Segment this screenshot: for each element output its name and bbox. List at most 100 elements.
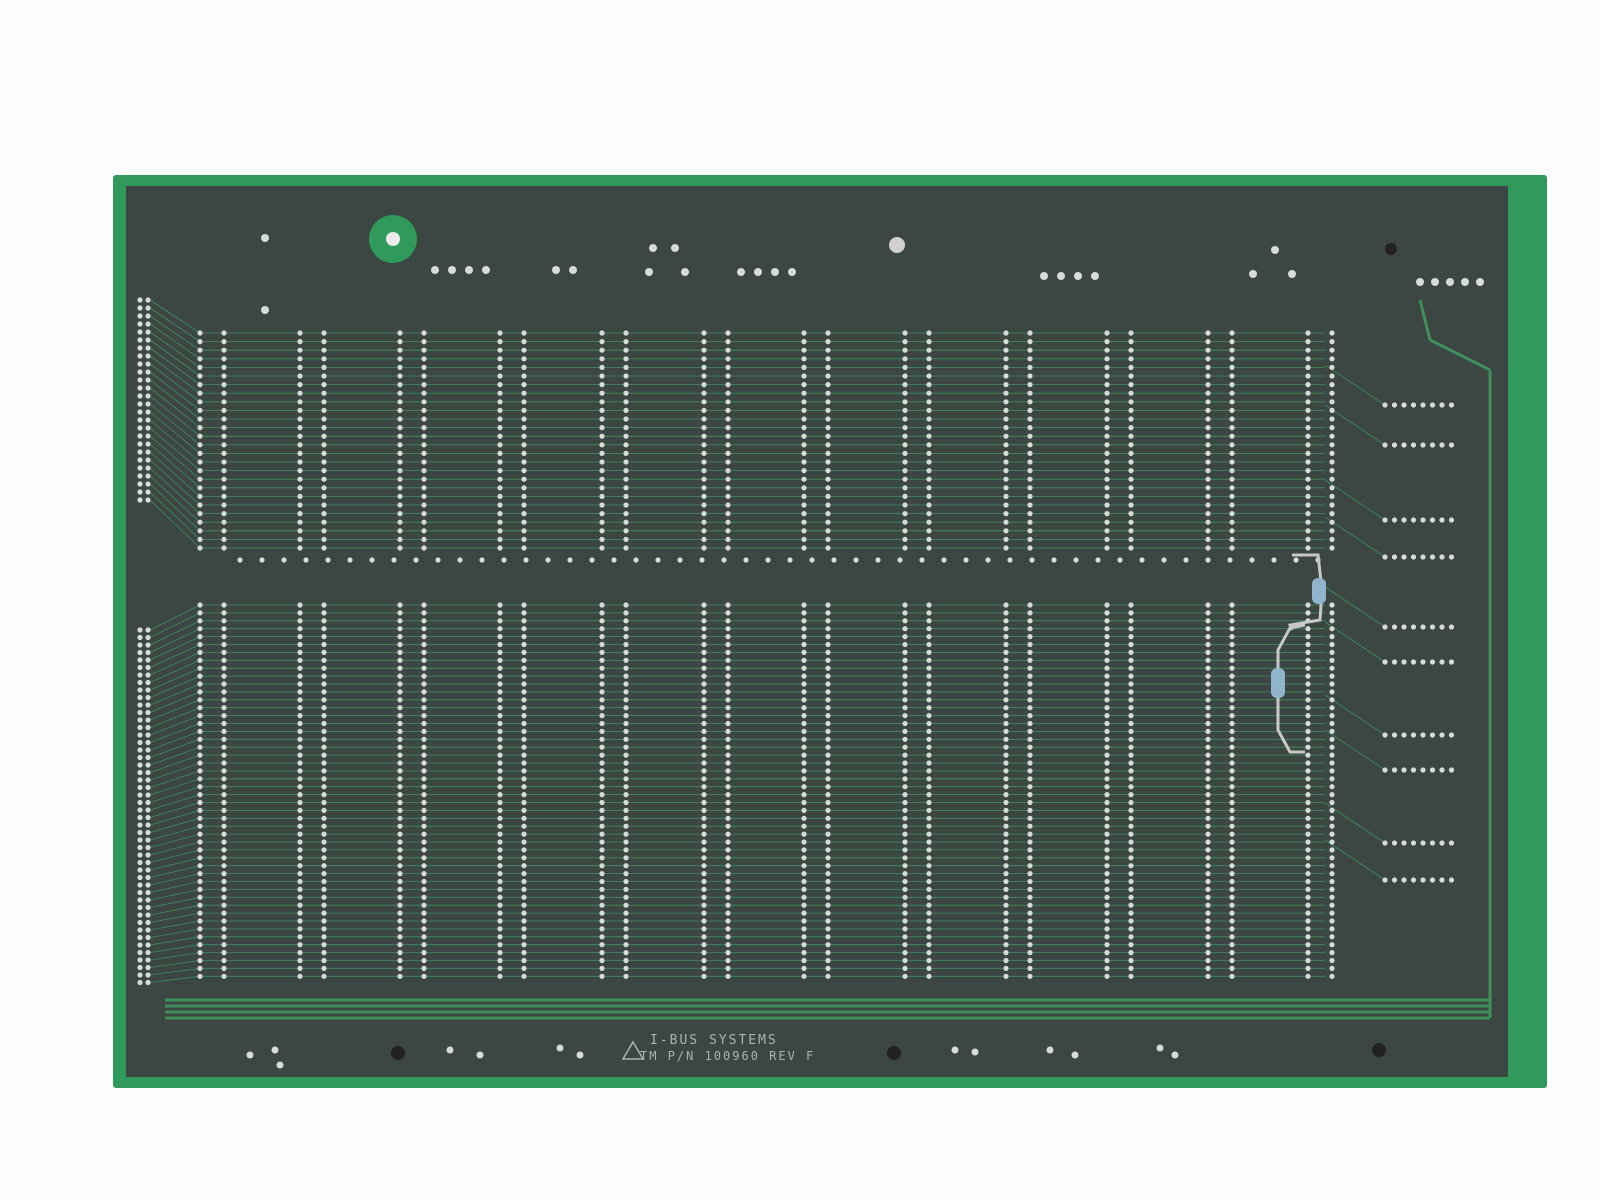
pin-hole (321, 347, 327, 353)
pin-hole (297, 713, 303, 719)
pin-hole (497, 934, 503, 940)
pin-hole (902, 934, 908, 940)
pin-hole (1104, 356, 1110, 362)
pin-hole (1003, 641, 1009, 648)
pin-hole (1229, 871, 1235, 877)
pin-hole (1128, 493, 1134, 499)
pin-hole (1003, 713, 1009, 719)
pin-hole (221, 681, 227, 687)
pin-hole (137, 814, 143, 821)
pin-hole (145, 799, 151, 806)
pin-hole (1205, 442, 1211, 448)
pin-hole (521, 673, 527, 679)
pin-hole (926, 665, 932, 671)
trace (149, 889, 201, 901)
pin-hole (321, 390, 327, 396)
pin-hole (197, 847, 203, 853)
pin-hole (1205, 382, 1211, 388)
pin-hole (137, 353, 143, 359)
pin-hole (197, 878, 203, 885)
pin-hole (825, 878, 831, 885)
pin-hole (1128, 602, 1134, 608)
silkscreen-part-number: TM P/N 100960 REV F (640, 1049, 815, 1063)
pin-hole (1382, 877, 1388, 883)
pin-hole (137, 889, 143, 896)
trace (149, 896, 201, 908)
pin-hole (599, 720, 605, 727)
pin-hole (145, 679, 151, 686)
pin-hole (599, 519, 605, 525)
pin-hole (926, 926, 932, 932)
pin-hole (1205, 784, 1211, 790)
pin-hole (197, 926, 203, 932)
pin-hole (1046, 1046, 1054, 1054)
pin-hole (902, 373, 908, 379)
pin-hole (465, 266, 473, 274)
pin-hole (1128, 485, 1134, 491)
pin-hole (725, 973, 731, 979)
pin-hole (926, 502, 932, 508)
pin-hole (1429, 624, 1436, 630)
trace (149, 691, 201, 713)
pin-hole (926, 618, 932, 624)
pin-hole (297, 433, 303, 439)
pin-hole (801, 364, 807, 370)
pin-hole (421, 657, 427, 663)
pin-hole (497, 950, 503, 956)
pin-hole (902, 973, 908, 979)
pin-hole (1329, 910, 1335, 916)
pin-hole (1128, 339, 1134, 345)
pin-hole (1071, 1051, 1079, 1059)
pin-hole (1104, 736, 1110, 742)
pin-hole (397, 485, 403, 491)
pin-hole (281, 557, 287, 563)
mounting-hole (889, 237, 905, 253)
pin-hole (297, 784, 303, 790)
pin-hole (197, 330, 203, 336)
pin-hole (1128, 957, 1134, 964)
pin-hole (1027, 626, 1033, 632)
pin-hole (1003, 618, 1009, 624)
pin-hole (701, 839, 707, 845)
pin-hole (599, 918, 605, 924)
trace (149, 920, 201, 931)
pin-hole (599, 823, 605, 829)
pin-hole (1329, 847, 1335, 853)
pin-hole (701, 519, 707, 525)
pin-hole (197, 863, 203, 869)
pin-hole (221, 510, 227, 517)
pin-hole (137, 717, 143, 723)
pin-hole (1104, 485, 1110, 491)
pin-hole (1329, 618, 1335, 624)
pin-hole (1329, 519, 1335, 525)
pin-hole (221, 468, 227, 474)
pin-hole (1027, 847, 1033, 853)
pin-hole (221, 799, 227, 806)
pin-hole (1003, 459, 1009, 465)
mounting-hole (1385, 243, 1397, 255)
pin-hole (1229, 878, 1235, 885)
pin-hole (1104, 831, 1110, 837)
pin-hole (1410, 624, 1417, 630)
pin-hole (1205, 557, 1211, 563)
pin-hole (1027, 382, 1033, 388)
pin-hole (1439, 442, 1445, 448)
pin-hole (321, 807, 327, 814)
pin-hole (197, 399, 203, 405)
pin-hole (497, 760, 503, 766)
pin-hole (1382, 732, 1388, 738)
pin-hole (145, 634, 151, 641)
pin-hole (145, 642, 151, 648)
pin-hole (801, 536, 807, 543)
pin-hole (926, 519, 932, 525)
pin-hole (1128, 728, 1134, 735)
pin-hole (1128, 626, 1134, 632)
pin-hole (421, 519, 427, 525)
pin-hole (221, 450, 227, 456)
pin-hole (623, 528, 629, 534)
pin-hole (725, 713, 731, 719)
pin-hole (321, 965, 327, 972)
pin-hole (902, 681, 908, 687)
pin-hole (701, 347, 707, 353)
pin-hole (421, 450, 427, 456)
